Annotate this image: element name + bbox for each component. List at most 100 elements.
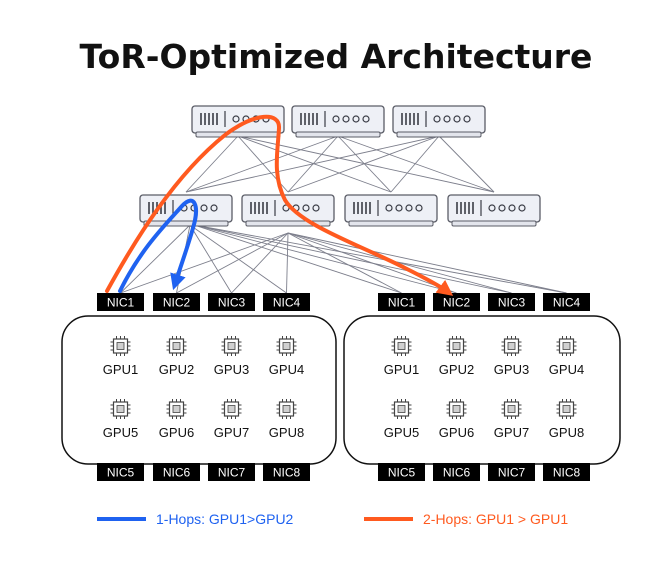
spine-leaf-link xyxy=(390,135,440,193)
gpu-chip-icon xyxy=(501,336,522,356)
switch-layer xyxy=(139,105,541,227)
nic-label: NIC2 xyxy=(443,296,471,310)
gpu-unit: GPU3 xyxy=(494,336,529,377)
spine-leaf-link xyxy=(287,135,440,193)
nic-label: NIC4 xyxy=(273,296,301,310)
gpu-label: GPU6 xyxy=(439,425,474,440)
nic-badge: NIC3 xyxy=(208,293,255,311)
leaf-nic-link xyxy=(231,232,289,294)
nic-badge: NIC1 xyxy=(97,293,144,311)
gpu-chip-icon xyxy=(276,336,297,356)
leaf-nic-link xyxy=(287,232,512,294)
gpu-chip-icon xyxy=(221,399,242,419)
gpu-label: GPU3 xyxy=(214,362,249,377)
nic-label: NIC8 xyxy=(553,466,581,480)
legend: 1-Hops: GPU1>GPU2 2-Hops: GPU1 > GPU1 xyxy=(97,511,568,527)
gpu-label: GPU4 xyxy=(549,362,584,377)
gpu-label: GPU6 xyxy=(159,425,194,440)
gpu-chip-icon xyxy=(110,336,131,356)
nic-label: NIC1 xyxy=(107,296,135,310)
nic-label: NIC3 xyxy=(218,296,246,310)
gpu-unit: GPU2 xyxy=(159,336,194,377)
gpu-label: GPU4 xyxy=(269,362,304,377)
nic-label: NIC5 xyxy=(107,466,135,480)
nic-label: NIC1 xyxy=(388,296,416,310)
gpu-chip-icon xyxy=(276,399,297,419)
gpu-chip-icon xyxy=(391,399,412,419)
spine-leaf-link xyxy=(237,135,495,193)
gpu-chip-icon xyxy=(446,399,467,419)
nic-label: NIC8 xyxy=(273,466,301,480)
gpu-label: GPU7 xyxy=(214,425,249,440)
nic-label: NIC4 xyxy=(553,296,581,310)
nic-badge: NIC5 xyxy=(378,463,425,481)
spine-leaf-link xyxy=(185,135,239,193)
gpu-unit: GPU2 xyxy=(439,336,474,377)
spine-leaf-link xyxy=(337,135,495,193)
gpu-label: GPU5 xyxy=(103,425,138,440)
nic-badge: NIC1 xyxy=(378,293,425,311)
leaf-nic-link xyxy=(189,224,232,294)
gpu-unit: GPU7 xyxy=(494,399,529,440)
nic-badge: NIC3 xyxy=(488,293,535,311)
spine-leaf-link xyxy=(185,135,440,193)
nic-badge: NIC7 xyxy=(488,463,535,481)
gpu-label: GPU1 xyxy=(384,362,419,377)
one-hop-path xyxy=(118,198,198,293)
leaf-nic-link xyxy=(287,232,457,294)
network-switch-icon xyxy=(447,194,541,227)
gpu-label: GPU2 xyxy=(439,362,474,377)
nic-badge: NIC8 xyxy=(263,463,310,481)
gpu-label: GPU8 xyxy=(269,425,304,440)
gpu-label: GPU1 xyxy=(103,362,138,377)
network-switch-icon xyxy=(139,194,233,227)
leaf-nic-link xyxy=(193,224,512,294)
gpu-label: GPU8 xyxy=(549,425,584,440)
gpu-unit: GPU4 xyxy=(549,336,584,377)
network-switch-icon xyxy=(191,105,285,138)
leaf-nic-link xyxy=(120,232,289,294)
gpu-unit: GPU8 xyxy=(269,399,304,440)
gpu-chip-icon xyxy=(446,336,467,356)
leaf-nic-link xyxy=(287,232,402,294)
nic-badge: NIC5 xyxy=(97,463,144,481)
leaf-nic-link xyxy=(286,232,289,294)
gpu-chip-icon xyxy=(391,336,412,356)
gpu-unit: GPU3 xyxy=(214,336,249,377)
nic-badge: NIC7 xyxy=(208,463,255,481)
gpu-chip-icon xyxy=(501,399,522,419)
gpu-unit: GPU1 xyxy=(384,336,419,377)
nic-label: NIC5 xyxy=(388,466,416,480)
gpu-unit: GPU5 xyxy=(103,399,138,440)
gpu-label: GPU3 xyxy=(494,362,529,377)
network-switch-icon xyxy=(291,105,385,138)
hop-paths xyxy=(105,114,454,296)
gpu-unit: GPU7 xyxy=(214,399,249,440)
network-switch-icon xyxy=(241,194,335,227)
gpu-unit: GPU6 xyxy=(439,399,474,440)
two-hop-path xyxy=(105,114,454,296)
leaf-nic-link xyxy=(287,232,567,294)
gpu-label: GPU2 xyxy=(159,362,194,377)
gpu-chip-icon xyxy=(556,336,577,356)
legend-one-hop-label: 1-Hops: GPU1>GPU2 xyxy=(156,511,294,527)
gpu-chip-icon xyxy=(166,336,187,356)
gpu-label: GPU7 xyxy=(494,425,529,440)
gpu-chip-icon xyxy=(556,399,577,419)
nic-badge: NIC6 xyxy=(433,463,480,481)
nic-label: NIC7 xyxy=(218,466,246,480)
nic-label: NIC7 xyxy=(498,466,526,480)
leaf-nic-link xyxy=(193,224,457,294)
diagram-title: ToR-Optimized Architecture xyxy=(80,37,593,76)
nic-badge: NIC4 xyxy=(543,293,590,311)
nic-badge: NIC8 xyxy=(543,463,590,481)
gpu-chip-icon xyxy=(166,399,187,419)
leaf-nic-link xyxy=(189,224,287,294)
gpu-chip-icon xyxy=(221,336,242,356)
gpu-label: GPU5 xyxy=(384,425,419,440)
nic-label: NIC6 xyxy=(443,466,471,480)
